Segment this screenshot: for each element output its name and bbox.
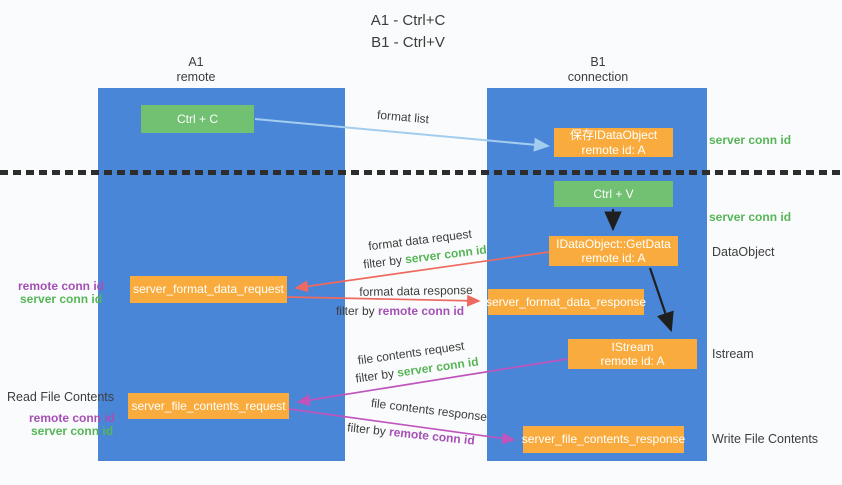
right-write-file-contents-label: Write File Contents — [712, 432, 819, 446]
left-read-file-contents-label: Read File Contents — [7, 390, 115, 404]
left-remote-conn-id-mid-label: remote conn id — [18, 279, 105, 293]
node-server-format-data-request: server_format_data_request — [130, 276, 287, 303]
session-divider-line — [0, 170, 842, 175]
right-server-conn-id-top-label: server conn id — [709, 133, 792, 147]
node-ctrl-c: Ctrl + C — [141, 105, 254, 133]
node-save-idataobject-line2: remote id: A — [581, 142, 646, 157]
left-server-conn-id-bottom-label: server conn id — [31, 424, 114, 438]
filter-by-text: filter by — [362, 252, 403, 272]
node-istream-line1: IStream — [611, 339, 654, 354]
remote-conn-id-text: remote conn id — [388, 424, 476, 448]
lifeline-a1-name: A1 — [188, 55, 204, 69]
diagram-title: A1 - Ctrl+C B1 - Ctrl+V — [308, 10, 508, 54]
left-remote-conn-id-bottom-label: remote conn id — [29, 411, 116, 425]
format-list-label: format list — [376, 107, 430, 127]
node-server-format-data-response: server_format_data_response — [485, 289, 647, 315]
remote-conn-id-text: remote conn id — [378, 304, 465, 318]
node-ctrl-c-label: Ctrl + C — [176, 111, 218, 126]
node-save-idataobject-line1: 保存IDataObject — [569, 128, 658, 143]
format-data-response-label: format data response — [359, 283, 473, 299]
node-server-file-contents-request: server_file_contents_request — [128, 393, 289, 419]
node-server-file-contents-request-label: server_file_contents_request — [131, 398, 286, 413]
node-server-format-data-response-label: server_format_data_response — [485, 294, 647, 309]
node-save-idataobject: 保存IDataObject remote id: A — [554, 128, 673, 157]
filter-by-text: filter by — [346, 420, 387, 439]
node-idataobject-getdata-line2: remote id: A — [581, 251, 646, 265]
lifeline-a1-header: A1 remote — [146, 55, 246, 85]
node-server-file-contents-response-label: server_file_contents_response — [521, 432, 686, 447]
title-line-1: A1 - Ctrl+C — [370, 12, 446, 29]
lifeline-b1-role: connection — [567, 70, 629, 84]
right-dataobject-label: DataObject — [712, 245, 775, 259]
node-idataobject-getdata-line1: IDataObject::GetData — [556, 236, 671, 251]
right-istream-label: Istream — [712, 347, 754, 361]
lifeline-b1-header: B1 connection — [548, 55, 648, 85]
format-data-response-filter-label: filter by remote conn id — [336, 304, 464, 318]
right-server-conn-id-mid-label: server conn id — [709, 210, 792, 224]
node-server-file-contents-response: server_file_contents_response — [521, 426, 686, 453]
lifeline-b1-name: B1 — [590, 55, 606, 69]
node-ctrl-v-label: Ctrl + V — [593, 186, 634, 201]
node-ctrl-v: Ctrl + V — [554, 181, 673, 207]
left-server-conn-id-mid-label: server conn id — [20, 292, 103, 306]
filter-by-text: filter by — [354, 366, 395, 386]
file-contents-response-label: file contents response — [370, 395, 488, 425]
file-contents-response-filter-label: filter by remote conn id — [347, 420, 476, 447]
node-idataobject-getdata: IDataObject::GetData remote id: A — [549, 236, 678, 266]
lifeline-a1-role: remote — [176, 70, 216, 84]
node-istream: IStream remote id: A — [568, 339, 697, 369]
node-server-format-data-request-label: server_format_data_request — [133, 282, 284, 297]
filter-by-text: filter by — [335, 304, 375, 318]
node-istream-line2: remote id: A — [600, 354, 665, 368]
title-line-2: B1 - Ctrl+V — [371, 34, 445, 51]
